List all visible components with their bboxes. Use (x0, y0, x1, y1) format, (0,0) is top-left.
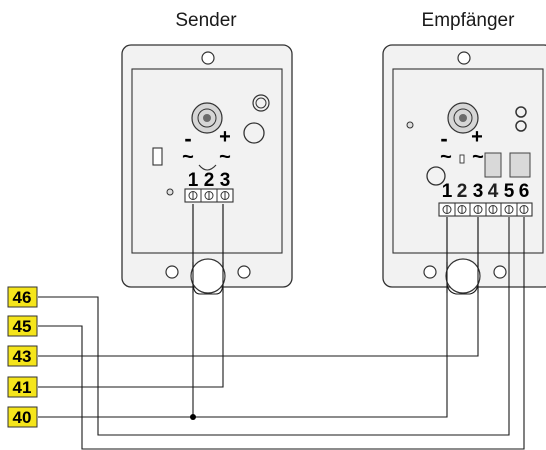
sender-mounting-hole-top (201, 51, 215, 65)
receiver-terminal-2: 2 (457, 181, 468, 202)
terminal-label-41-box (7, 376, 38, 398)
terminal-label-45-box (7, 315, 38, 337)
terminal-label-45: 45 (13, 317, 32, 336)
receiver-terminal-block (438, 202, 533, 217)
sender-lens (191, 102, 223, 134)
receiver-tilde-left: ~ (440, 146, 452, 168)
terminal-labels: 46 45 43 41 40 (7, 286, 38, 428)
sender-terminal-block (184, 188, 234, 203)
sender-indicator-large (243, 122, 265, 144)
terminal-label-41: 41 (13, 378, 32, 397)
sender-terminal-3: 3 (220, 170, 231, 191)
receiver-relay-2 (509, 152, 531, 178)
receiver-mounting-hole-right (493, 265, 507, 279)
receiver-title: Empfänger (422, 10, 516, 31)
sender-terminal-numbers: 1 2 3 (188, 170, 231, 191)
junction-dot (190, 414, 196, 420)
receiver-minus-label: - (440, 126, 447, 151)
receiver-mounting-hole-left (423, 265, 437, 279)
wire-45 (38, 217, 525, 450)
terminal-label-40-box (7, 406, 38, 428)
receiver-terminal-6: 6 (519, 181, 530, 202)
receiver-mounting-hole-top (457, 51, 471, 65)
receiver-jumper (459, 154, 465, 164)
sender-tilde-left: ~ (182, 146, 194, 168)
receiver-led (406, 121, 414, 129)
sender-led (166, 188, 174, 196)
receiver-relay-1 (484, 152, 502, 178)
sender-cable-gland (190, 258, 226, 294)
receiver-potentiometer (426, 166, 446, 186)
sender-lens-mount (198, 164, 217, 171)
terminal-label-43: 43 (13, 347, 32, 366)
receiver-terminal-numbers: 1 2 3 4 5 6 (442, 181, 530, 202)
receiver-terminal-4: 4 (488, 181, 499, 202)
sender-housing (121, 44, 293, 288)
receiver-terminal-3: 3 (473, 181, 484, 202)
terminal-label-46-box (7, 286, 38, 308)
terminal-label-43-box (7, 345, 38, 367)
receiver-housing (382, 44, 546, 288)
receiver-terminal-5: 5 (504, 181, 515, 202)
receiver-indicator-pair (515, 106, 527, 132)
sender-terminal-2: 2 (204, 170, 215, 191)
terminal-label-40: 40 (13, 408, 32, 427)
receiver-lens (447, 102, 479, 134)
sender-minus-label: - (184, 126, 191, 151)
sender-title: Sender (175, 10, 237, 31)
terminal-label-46: 46 (13, 288, 32, 307)
sender-mounting-hole-left (165, 265, 179, 279)
sender-switch (152, 147, 163, 166)
sender-terminal-1: 1 (188, 170, 199, 191)
receiver-terminal-1: 1 (442, 181, 453, 202)
receiver-plus-label: + (471, 126, 483, 148)
sender-mounting-hole-right (237, 265, 251, 279)
receiver-tilde-right: ~ (472, 146, 484, 168)
wire-46 (38, 217, 510, 436)
sender-tilde-right: ~ (219, 146, 231, 168)
receiver-cable-gland (445, 258, 481, 294)
sender-indicator-small (252, 94, 270, 112)
sender-plus-label: + (219, 126, 231, 148)
